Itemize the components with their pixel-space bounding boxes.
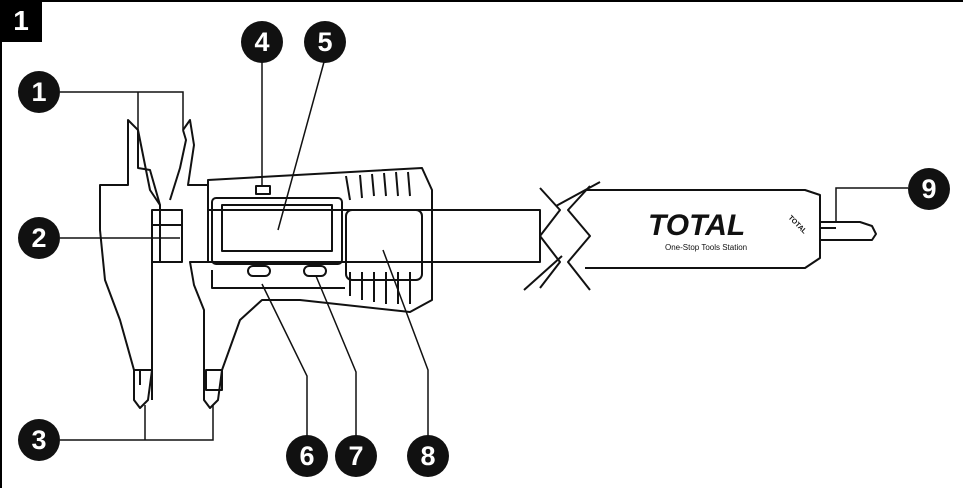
fixed-jaw-insert [151,209,183,263]
leader-lines [60,60,908,441]
total-logo-panel: TOTAL One-Stop Tools Station TOTAL [648,209,808,252]
callout-9: 9 [908,168,950,210]
callout-5: 5 [304,21,346,63]
callout-7: 7 [335,435,377,477]
main-beam-right [585,189,821,269]
callout-8: 8 [407,435,449,477]
callout-6: 6 [286,435,328,477]
on-off-button-shape [247,265,271,277]
figure-number: 1 [0,0,42,42]
brand-tagline: One-Stop Tools Station [665,243,747,252]
depth-rod-shape [820,221,877,241]
lcd-window [221,204,333,252]
main-beam-left [208,209,541,263]
brand-corner-logo: TOTAL [787,214,809,236]
brand-logo: TOTAL [648,209,745,242]
battery-indicator-box [255,185,271,195]
fixed-jaw [99,119,161,409]
callout-2: 2 [18,217,60,259]
callout-3: 3 [18,419,60,461]
callout-1: 1 [18,71,60,113]
callout-4: 4 [241,21,283,63]
roller-panel [345,209,423,281]
display-housing [211,197,343,265]
zero-button-shape [303,265,327,277]
beam-break-right [567,185,591,291]
beam-break-left [539,187,561,289]
